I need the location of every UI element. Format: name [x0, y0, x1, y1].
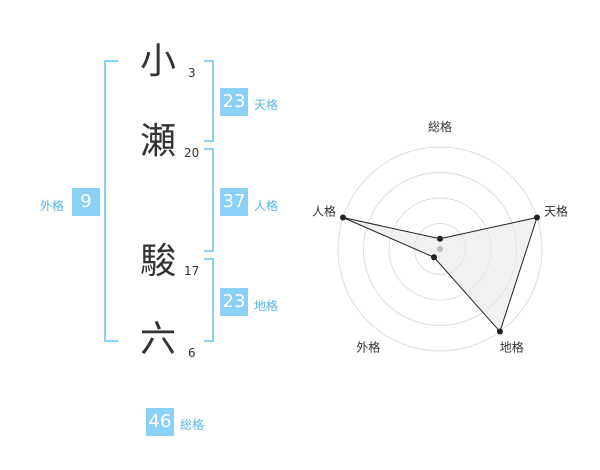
stroke-count-4: 6 [188, 346, 196, 360]
radar-point [437, 235, 443, 242]
name-char-2: 瀬 [140, 121, 177, 162]
ten-bracket [204, 60, 214, 142]
radar-points [339, 214, 541, 335]
stroke-count-2: 20 [184, 146, 200, 160]
sou-label: 総格 [180, 418, 205, 432]
radar-point [431, 254, 438, 261]
radar-point [496, 328, 503, 335]
axis-label-gai: 外格 [356, 340, 380, 355]
axis-label-chi: 地格 [500, 340, 524, 355]
gai-value: 9 [72, 188, 100, 216]
gai-label: 外格 [40, 199, 65, 213]
radar-point [534, 214, 541, 221]
radar-ring [337, 146, 543, 352]
jin-bracket [204, 148, 214, 252]
stroke-count-3: 17 [184, 264, 200, 278]
axis-label-ten: 天格 [544, 203, 568, 218]
axis-label-sou: 総格 [428, 119, 452, 134]
axis-label-jin: 人格 [312, 203, 336, 218]
name-char-1: 小 [140, 41, 177, 82]
gai-bracket [104, 60, 118, 342]
name-char-3: 駿 [140, 241, 177, 282]
radar-point [339, 214, 346, 221]
name-char-4: 六 [140, 319, 177, 360]
jin-label: 人格 [254, 199, 279, 213]
radar-chart: 総格 天格 地格 外格 人格 [312, 119, 568, 355]
stroke-count-1: 3 [188, 66, 196, 80]
chi-bracket [204, 258, 214, 342]
sou-value: 46 [146, 408, 174, 436]
chi-label: 地格 [254, 299, 279, 313]
ten-value: 23 [220, 88, 248, 116]
jin-value: 37 [220, 188, 248, 216]
radar-polygon [342, 216, 538, 333]
ten-label: 天格 [254, 98, 279, 112]
chi-value: 23 [220, 288, 248, 316]
radar-center [437, 246, 443, 252]
